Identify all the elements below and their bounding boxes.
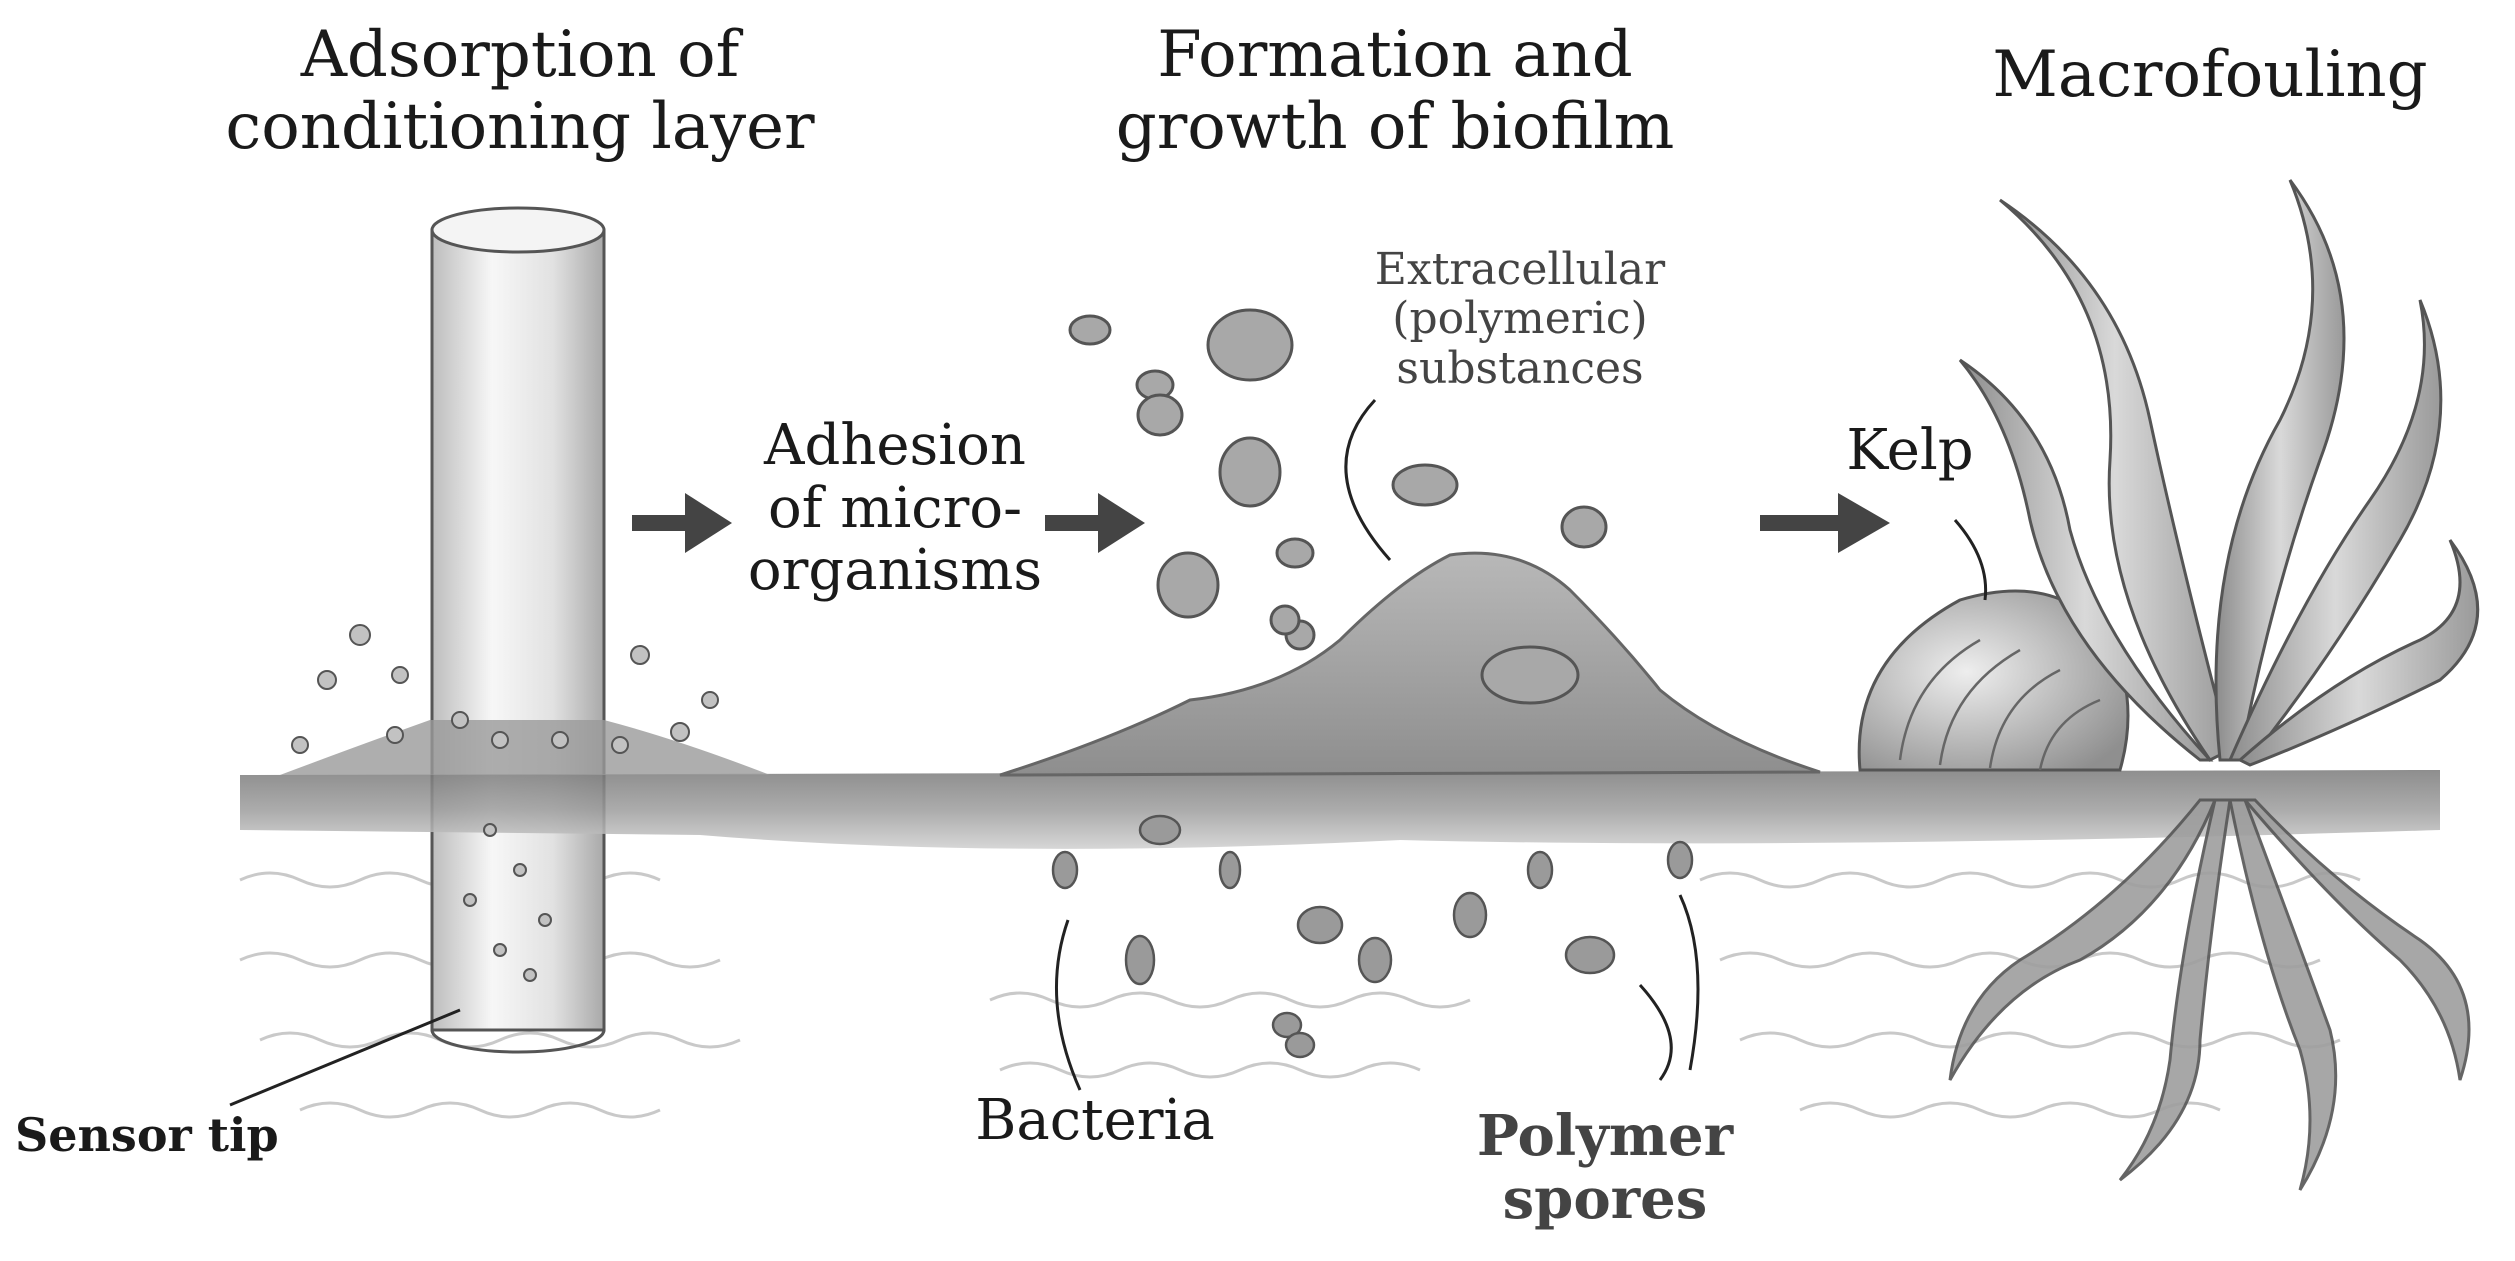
title-macrofouling: Macrofouling	[1992, 38, 2428, 112]
arrow-1	[632, 493, 732, 553]
kelp-roots	[1948, 798, 2471, 1191]
label-adhesion: Adhesion of micro- organisms	[747, 413, 1043, 604]
conditioning-particles	[291, 624, 719, 982]
label-kelp: Kelp	[1846, 418, 1974, 483]
label-eps: Extracellular (polymeric) substances	[1374, 244, 1666, 394]
microorganisms	[1068, 308, 1608, 705]
kelp-blades	[1958, 179, 2480, 767]
biofilm-mound	[999, 551, 1821, 777]
label-polymer-spores: Polymer spores	[1476, 1103, 1734, 1232]
water-waves	[239, 871, 2361, 1119]
conditioning-deposit	[280, 720, 770, 775]
title-adsorption: Adsorption of conditioning layer	[225, 18, 815, 164]
label-sensor-tip: Sensor tip	[15, 1108, 279, 1162]
title-biofilm: Formation and growth of biofilm	[1115, 18, 1675, 164]
label-bacteria: Bacteria	[975, 1088, 1215, 1153]
sensor-cylinder	[430, 206, 606, 1054]
leader-lines	[229, 398, 1988, 1107]
arrow-2	[1045, 493, 1145, 553]
arrow-3	[1760, 493, 1890, 553]
spores-below	[1051, 814, 1694, 1059]
substrate-layer	[240, 770, 2440, 849]
snail-shell	[1857, 589, 2130, 772]
